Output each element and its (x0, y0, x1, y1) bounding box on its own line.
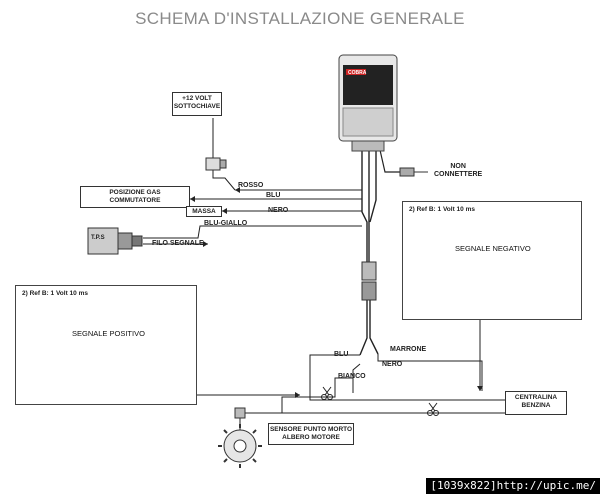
footer-watermark: [1039x822]http://upic.me/ (426, 478, 600, 494)
commutatore-label: COMMUTATORE (109, 196, 161, 204)
non-connettere-wire (379, 149, 400, 173)
non-connettere-terminal-icon (399, 167, 428, 177)
wire-nero-bottom (352, 363, 361, 393)
cut-scissors-icons (321, 386, 439, 416)
blu-top-label: BLU (266, 192, 281, 199)
wire-arrows (190, 187, 483, 398)
massa-label: MASSA (192, 208, 216, 215)
centralina-label: CENTRALINA (514, 394, 558, 401)
scope-positive: 2) Ref B: 1 Volt 10 ms SEGNALE POSITIVO (15, 285, 197, 405)
wire-to-centralina (309, 393, 505, 401)
tps-label: T.P.S (91, 235, 105, 241)
sensore-box: SENSORE PUNTO MORTO ALBERO MOTORE (268, 423, 354, 445)
cobra-module (338, 54, 398, 152)
blu-giallo-label: BLU-GIALLO (204, 220, 248, 227)
sottochiave-label: SOTTOCHIAVE (173, 102, 221, 110)
scope-positive-ref: 2) Ref B: 1 Volt 10 ms (22, 290, 88, 297)
diagram-title: SCHEMA D'INSTALLAZIONE GENERALE (135, 9, 465, 28)
non-label: NON (450, 163, 466, 170)
benzina-label: BENZINA (521, 401, 551, 409)
harness-connector-icon (361, 261, 377, 301)
plus12-box: +12 VOLT SOTTOCHIAVE (172, 92, 222, 116)
tps-sensor-icon (87, 227, 143, 255)
nero-top-label: NERO (268, 207, 289, 214)
wire-blu-bottom (309, 354, 360, 393)
wire-12v (212, 118, 236, 191)
filo-segnale-label: FILO SEGNALE (152, 240, 204, 247)
crankshaft-gear-icon (218, 407, 262, 468)
key-connector-icon (205, 157, 227, 171)
nero-bottom-label: NERO (382, 361, 403, 368)
wire-marrone (377, 354, 483, 391)
bianco-label: BIANCO (338, 373, 366, 380)
scope-negative-ref: 2) Ref B: 1 Volt 10 ms (409, 206, 475, 213)
rosso-label: ROSSO (238, 182, 264, 189)
plus12-label: +12 VOLT (182, 95, 212, 102)
massa-box: MASSA (186, 206, 222, 217)
scissors-icon-1 (321, 386, 333, 400)
cable-bundle-right (369, 150, 377, 223)
marrone-label: MARRONE (390, 346, 427, 353)
cable-bundle-left (361, 150, 368, 262)
sensore-label-2: ALBERO MOTORE (282, 433, 340, 441)
scope-negative-signal: SEGNALE NEGATIVO (455, 244, 531, 253)
wire-bianco (281, 377, 353, 413)
module-brand: COBRA (348, 70, 367, 76)
harness-lower-2 (369, 300, 379, 355)
scope-positive-signal: SEGNALE POSITIVO (72, 329, 145, 338)
harness-lower-1 (359, 300, 368, 356)
non-connettere-label: NON CONNETTERE (434, 163, 482, 179)
scope-negative: 2) Ref B: 1 Volt 10 ms SEGNALE NEGATIVO (402, 201, 582, 320)
blu-bottom-label: BLU (334, 351, 349, 358)
posizione-gas-label: POSIZIONE GAS (109, 189, 161, 196)
scissors-icon-2 (427, 402, 439, 416)
sensore-label-1: SENSORE PUNTO MORTO (269, 426, 353, 433)
connettere-label: CONNETTERE (434, 171, 483, 178)
centralina-box: CENTRALINA BENZINA (505, 391, 567, 415)
posizione-gas-box: POSIZIONE GAS COMMUTATORE (80, 186, 190, 208)
wire-blu-giallo (143, 225, 362, 239)
